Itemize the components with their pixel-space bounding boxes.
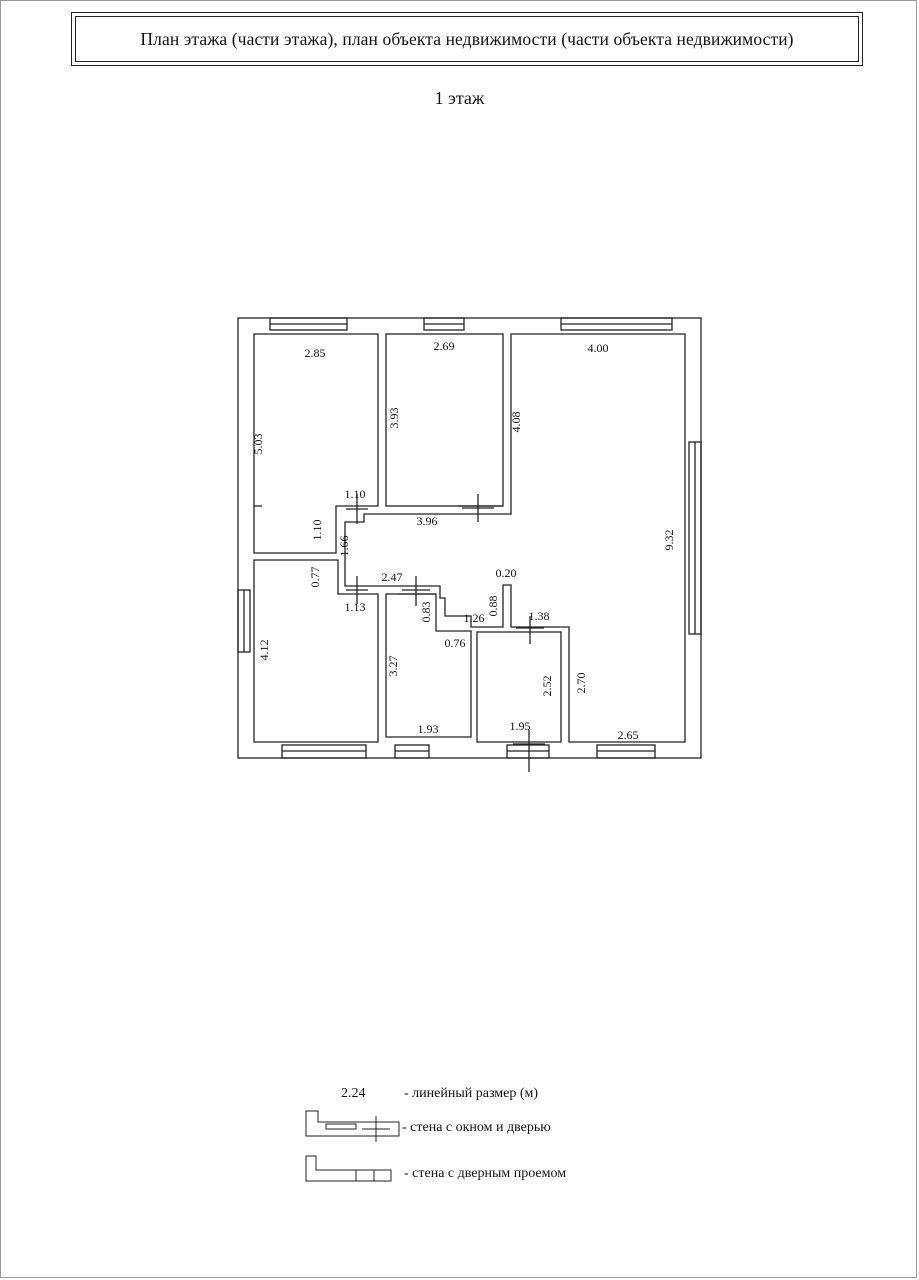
legend: 2.24 - линейный размер (м) - стена с окн… bbox=[305, 1086, 566, 1182]
dim-label: 4.12 bbox=[257, 640, 271, 661]
dim-label: 1.66 bbox=[337, 536, 351, 557]
dim-label: 2.69 bbox=[434, 339, 455, 353]
title-frame: План этажа (части этажа), план объекта н… bbox=[71, 12, 863, 66]
dim-label: 2.70 bbox=[574, 673, 588, 694]
legend-text-window-door: - стена с окном и дверью bbox=[402, 1120, 551, 1135]
dim-label: 4.00 bbox=[588, 341, 609, 355]
room-b bbox=[385, 333, 504, 507]
dim-label: 2.65 bbox=[618, 728, 639, 742]
dim-label: 2.52 bbox=[540, 676, 554, 697]
dim-label: 1.10 bbox=[310, 520, 324, 541]
page-title: План этажа (части этажа), план объекта н… bbox=[75, 16, 859, 62]
outer-wall bbox=[237, 317, 702, 759]
legend-text-doorway: - стена с дверным проемом bbox=[404, 1166, 566, 1181]
legend-symbol-window-door bbox=[305, 1110, 400, 1142]
dim-label: 1.10 bbox=[345, 487, 366, 501]
dim-label: 2.85 bbox=[305, 346, 326, 360]
dim-label: 0.20 bbox=[496, 566, 517, 580]
dimension-labels: 2.85 2.69 4.00 5.03 3.93 4.08 9.32 1.10 … bbox=[251, 339, 676, 742]
room-a bbox=[253, 333, 379, 554]
dim-label: 3.27 bbox=[386, 656, 400, 677]
room-c bbox=[344, 333, 686, 743]
dim-label: 3.93 bbox=[387, 408, 401, 429]
dim-label: 1.26 bbox=[464, 611, 485, 625]
floor-label: 1 этаж bbox=[434, 88, 485, 108]
dim-label: 1.95 bbox=[510, 719, 531, 733]
room-f bbox=[476, 631, 562, 743]
dim-label: 9.32 bbox=[662, 530, 676, 551]
dim-label: 2.47 bbox=[382, 570, 403, 584]
plan-walls bbox=[237, 317, 702, 772]
dim-label: 0.88 bbox=[486, 596, 500, 617]
dim-label: 1.38 bbox=[529, 609, 550, 623]
room-d bbox=[253, 559, 379, 743]
dim-label: 0.76 bbox=[445, 636, 466, 650]
dim-label: 3.96 bbox=[417, 514, 438, 528]
dim-label: 5.03 bbox=[251, 434, 265, 455]
legend-symbol-doorway bbox=[305, 1155, 392, 1182]
legend-text-linear-size: - линейный размер (м) bbox=[404, 1086, 538, 1101]
dim-label: 1.93 bbox=[418, 722, 439, 736]
legend-sample-value: 2.24 bbox=[341, 1086, 366, 1101]
dim-label: 1.13 bbox=[345, 600, 366, 614]
dim-label: 0.83 bbox=[419, 602, 433, 623]
dim-label: 4.08 bbox=[509, 412, 523, 433]
dim-label: 0.77 bbox=[308, 567, 322, 588]
